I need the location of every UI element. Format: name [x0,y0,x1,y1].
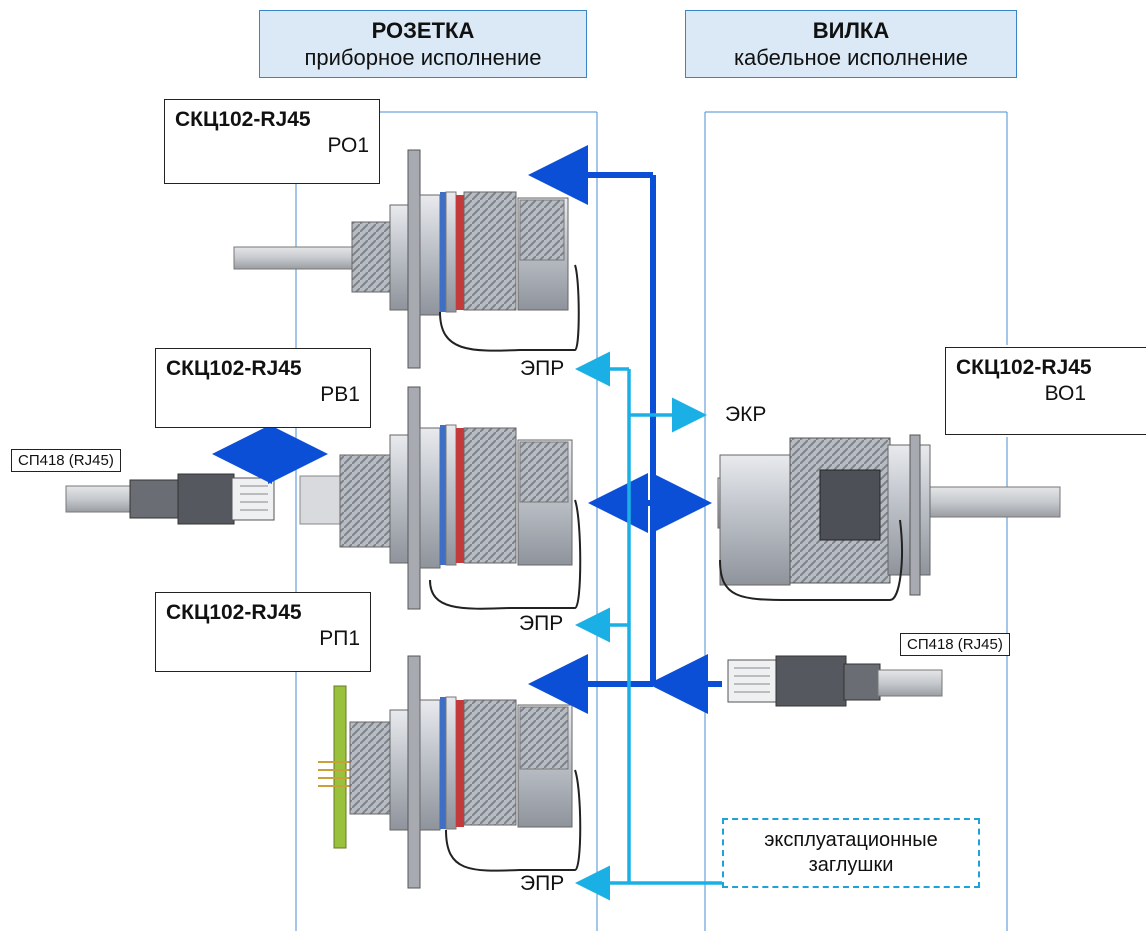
socket-header-subtitle: приборное исполнение [304,45,542,70]
model-code-rp1: РП1 [319,627,360,650]
light-arrows [575,351,722,901]
model-name-rv1: СКЦ102-RJ45 [166,357,302,380]
right-cable-plug-image [727,655,943,707]
model-box-rv1: СКЦ102-RJ45 РВ1 [155,348,371,428]
socket-header: РОЗЕТКА приборное исполнение [259,10,587,78]
model-code-rv1: РВ1 [320,383,360,406]
model-code-ro1: РО1 [327,134,369,157]
model-name-rp1: СКЦ102-RJ45 [166,601,302,624]
plug-header: ВИЛКА кабельное исполнение [685,10,1017,78]
label-ekr: ЭКР [725,403,767,426]
plug-header-subtitle: кабельное исполнение [733,45,969,70]
connector-rv1-image [299,386,582,610]
plugs-note-box: эксплуатационные заглушки [722,818,980,888]
model-box-rp1: СКЦ102-RJ45 РП1 [155,592,371,672]
label-epr-mid: ЭПР [519,612,564,635]
plug-header-title: ВИЛКА [812,18,890,43]
model-name-ro1: СКЦ102-RJ45 [175,108,311,131]
label-epr-top: ЭПР [520,357,565,380]
connector-rp1-image [318,655,582,889]
model-box-ro1: СКЦ102-RJ45 РО1 [164,99,380,184]
model-box-vo1: СКЦ102-RJ45 ВО1 [945,347,1146,435]
plugs-note-text: эксплуатационные заглушки [764,829,938,876]
cable-label-right: СП418 (RJ45) [900,633,1010,656]
cable-label-left: СП418 (RJ45) [11,449,121,472]
socket-header-title: РОЗЕТКА [371,18,475,43]
model-code-vo1: ВО1 [1044,382,1086,405]
left-cable-plug-image [65,473,275,525]
plug-vo1-image [717,434,1061,601]
label-epr-bottom: ЭПР [520,872,565,895]
model-name-vo1: СКЦ102-RJ45 [956,356,1092,379]
connector-ro1-image [233,149,580,369]
dark-arrows [212,145,722,714]
